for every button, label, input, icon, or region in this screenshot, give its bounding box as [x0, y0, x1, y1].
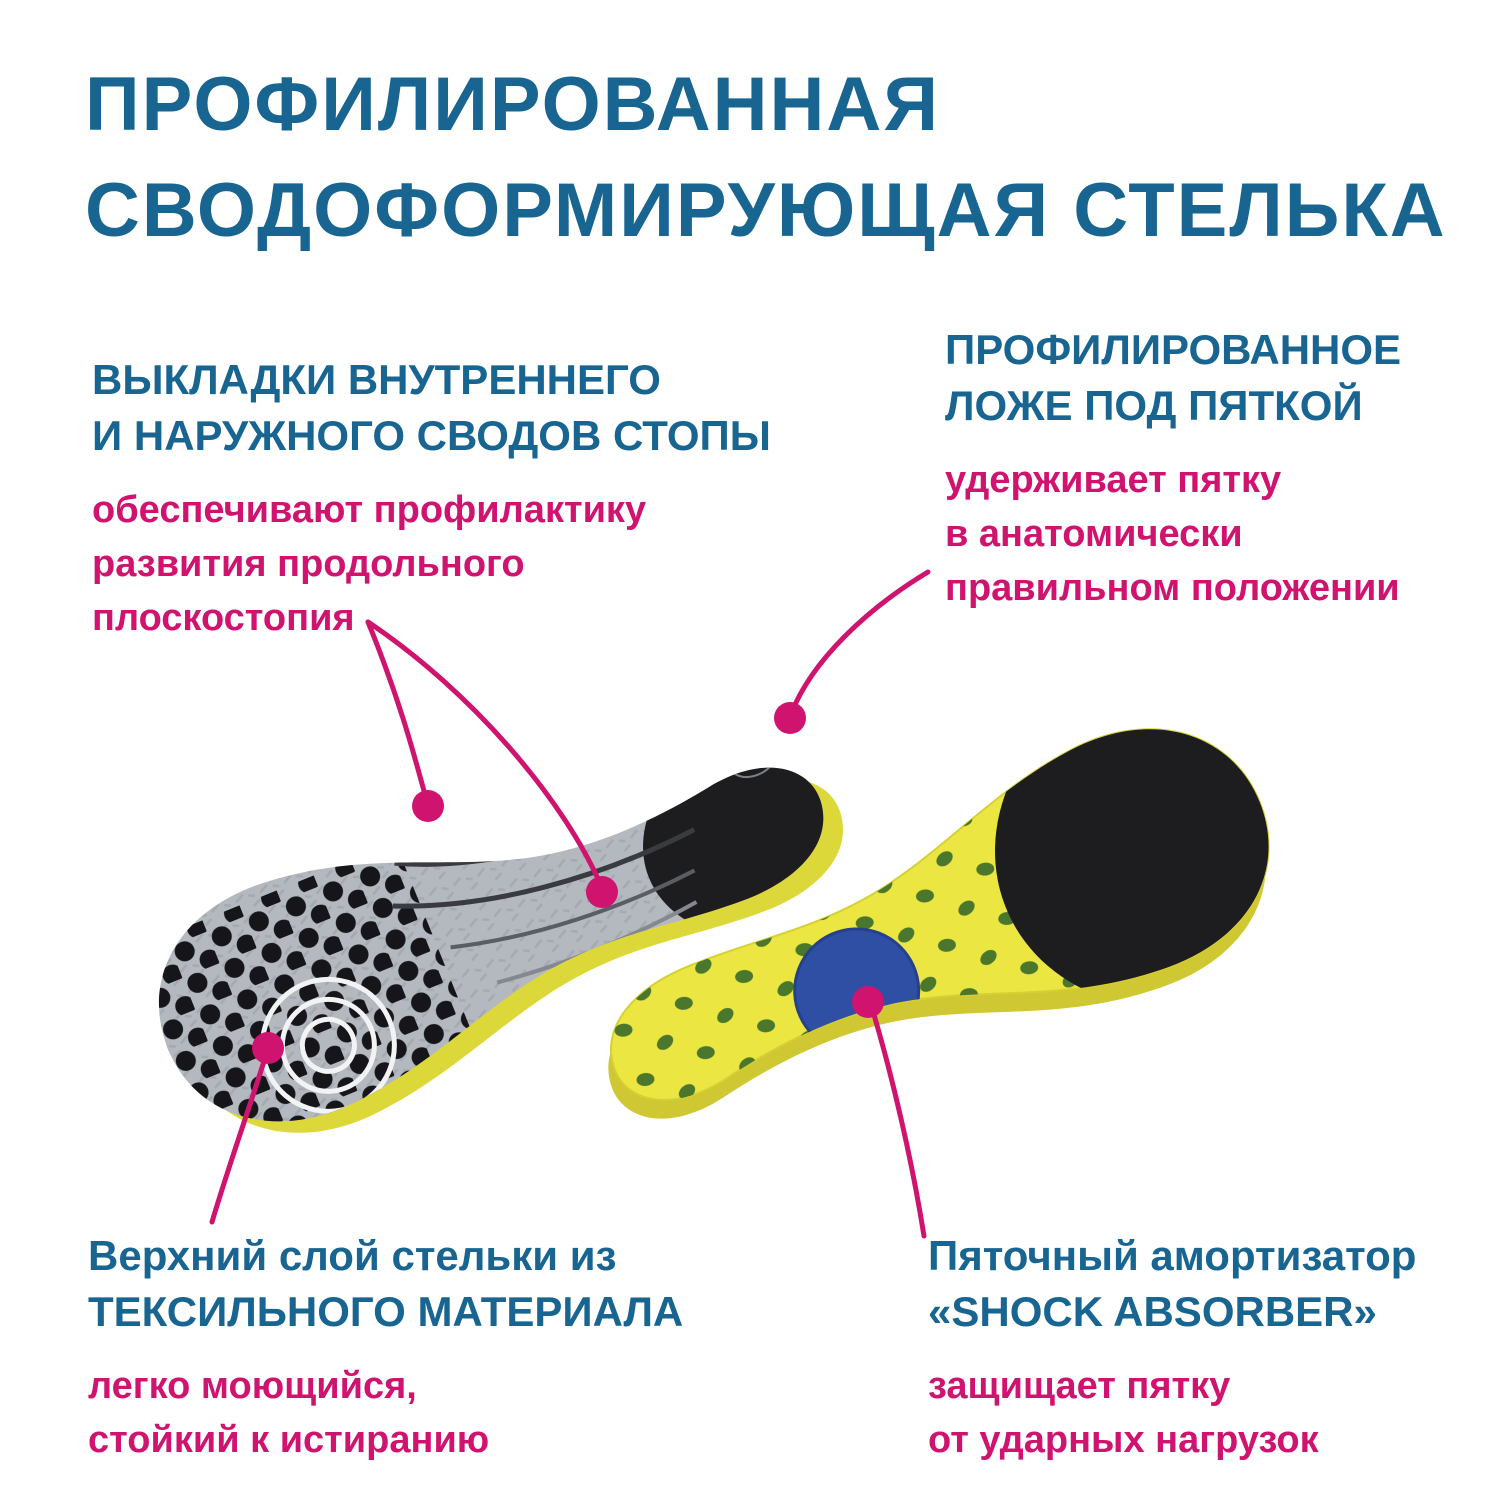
callout-block-arch: ВЫКЛАДКИ ВНУТРЕННЕГО И НАРУЖНОГО СВОДОВ … — [92, 352, 771, 646]
callout-dots — [252, 702, 884, 1064]
arch-body-line-1: обеспечивают профилактику — [92, 488, 647, 531]
callout-dot-arch-2 — [586, 876, 618, 908]
left-insole: 31 — [123, 677, 881, 1172]
arch-body: обеспечивают профилактику развития продо… — [92, 484, 771, 646]
top-layer-heading-line-1: Верхний слой стельки из — [88, 1232, 617, 1279]
callout-block-heel-bed: ПРОФИЛИРОВАННОЕ ЛОЖЕ ПОД ПЯТКОЙ удержива… — [945, 322, 1401, 616]
callout-line-arch-2 — [365, 619, 605, 891]
callout-line-shock — [869, 1005, 927, 1239]
callout-lines — [209, 569, 931, 1239]
shock-body: защищает пятку от ударных нагрузок — [928, 1360, 1416, 1468]
arch-body-line-2: развития продольного — [92, 542, 525, 585]
heel-bed-heading-line-1: ПРОФИЛИРОВАННОЕ — [945, 326, 1402, 373]
arch-heading-line-2: И НАРУЖНОГО СВОДОВ СТОПЫ — [92, 411, 771, 459]
arch-body-line-3: плоскостопия — [92, 596, 355, 639]
heel-bed-heading: ПРОФИЛИРОВАННОЕ ЛОЖЕ ПОД ПЯТКОЙ — [945, 322, 1401, 434]
shock-body-line-1: защищает пятку — [928, 1364, 1231, 1407]
heel-bed-body: удерживает пятку в анатомически правильн… — [945, 454, 1401, 616]
shock-body-line-2: от ударных нагрузок — [928, 1418, 1319, 1461]
top-layer-body-line-2: стойкий к истиранию — [88, 1418, 490, 1461]
callout-line-top-layer — [209, 1049, 270, 1225]
callout-block-shock: Пяточный амортизатор «SHOCK ABSORBER» за… — [928, 1228, 1416, 1468]
top-layer-body: легко моющийся, стойкий к истиранию — [88, 1360, 683, 1468]
top-layer-heading: Верхний слой стельки из ТЕКСИЛЬНОГО МАТЕ… — [88, 1228, 683, 1340]
heel-bed-body-line-3: правильном положении — [945, 566, 1400, 609]
page-title-line-2: СВОДОФОРМИРУЮЩАЯ СТЕЛЬКА — [85, 168, 1447, 254]
shock-heading-line-2: «SHOCK ABSORBER» — [928, 1287, 1377, 1335]
shock-heading: Пяточный амортизатор «SHOCK ABSORBER» — [928, 1228, 1416, 1340]
heel-bed-body-line-1: удерживает пятку — [945, 458, 1282, 501]
callout-line-arch-1 — [365, 619, 430, 805]
brand-logo-icon — [622, 756, 676, 810]
arch-heading: ВЫКЛАДКИ ВНУТРЕННЕГО И НАРУЖНОГО СВОДОВ … — [92, 352, 771, 464]
heel-bed-body-line-2: в анатомически — [945, 512, 1243, 555]
top-layer-body-line-1: легко моющийся, — [88, 1364, 417, 1407]
callout-dot-shock — [852, 986, 884, 1018]
page-title-line-1: ПРОФИЛИРОВАННАЯ — [85, 62, 940, 147]
callout-line-heel-bed — [788, 569, 931, 717]
callout-dot-top-layer — [252, 1032, 284, 1064]
top-layer-heading-line-2: ТЕКСИЛЬНОГО МАТЕРИАЛА — [88, 1287, 684, 1335]
arch-heading-line-1: ВЫКЛАДКИ ВНУТРЕННЕГО — [92, 356, 661, 403]
callout-dot-arch-1 — [412, 790, 444, 822]
callout-block-top-layer: Верхний слой стельки из ТЕКСИЛЬНОГО МАТЕ… — [88, 1228, 683, 1468]
callout-dot-heel-bed — [774, 702, 806, 734]
heel-bed-heading-line-2: ЛОЖЕ ПОД ПЯТКОЙ — [945, 381, 1363, 429]
page-title: ПРОФИЛИРОВАННАЯ СВОДОФОРМИРУЮЩАЯ СТЕЛЬКА — [85, 52, 1447, 265]
shock-heading-line-1: Пяточный амортизатор — [928, 1232, 1417, 1279]
